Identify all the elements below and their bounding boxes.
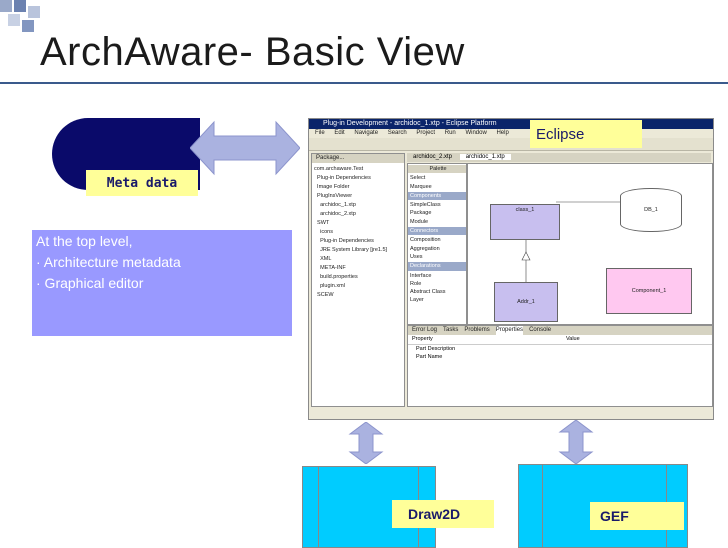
decor-square	[22, 20, 34, 32]
palette-item[interactable]: Interface	[410, 272, 432, 279]
menu-window[interactable]: Window	[465, 130, 487, 136]
tree-item[interactable]: com.archaware.Test	[314, 166, 364, 172]
decor-square	[28, 6, 40, 18]
tab-properties[interactable]: Properties	[495, 326, 524, 335]
addr-name: Addr_1	[517, 299, 535, 305]
draw2d-label: Draw2D	[392, 500, 494, 528]
palette-item[interactable]: Marquee	[410, 183, 432, 190]
tree-item[interactable]: SCEW	[314, 292, 334, 298]
palette-drawer[interactable]: Connectors	[408, 227, 466, 236]
decor-square	[14, 0, 26, 12]
tab-problems[interactable]: Problems	[464, 327, 490, 333]
menu-file[interactable]: File	[315, 130, 325, 136]
palette-item[interactable]: SimpleClass	[410, 202, 441, 209]
tab-archidoc-1[interactable]: archidoc_1.xtp	[459, 154, 511, 160]
tree-item[interactable]: Image Folder	[314, 184, 350, 190]
vertical-arrow-icon	[558, 420, 594, 464]
page-title: ArchAware- Basic View	[40, 30, 465, 74]
property-row[interactable]: Part Name	[416, 354, 443, 360]
tree-item[interactable]: build.properties	[314, 274, 358, 280]
info-line: · Architecture metadata	[36, 254, 181, 270]
tree-item[interactable]: icons	[314, 229, 333, 235]
palette-item[interactable]: Module	[410, 218, 429, 225]
diagram-connections	[521, 201, 628, 282]
gef-label: GEF	[590, 502, 684, 530]
tree-item[interactable]: SWT	[314, 220, 330, 226]
tree-item[interactable]: plugin.xml	[314, 283, 345, 289]
info-line: · Graphical editor	[36, 275, 144, 291]
class-name: class_1	[515, 207, 535, 213]
palette-item[interactable]: Layer	[410, 297, 424, 304]
property-row[interactable]: Part Description	[416, 346, 456, 352]
addr-node[interactable]: Addr_1	[494, 282, 558, 322]
menu-run[interactable]: Run	[444, 130, 456, 136]
decor-square	[0, 0, 12, 12]
tab-tasks[interactable]: Tasks	[443, 327, 459, 333]
palette-item[interactable]: Package	[410, 210, 432, 217]
database-node[interactable]: DB_1	[620, 188, 682, 232]
meta-data-label: Meta data	[86, 170, 198, 196]
tree-item[interactable]: META-INF	[314, 265, 346, 271]
tree-item[interactable]: XML	[314, 256, 332, 262]
decor-square	[8, 14, 20, 26]
palette-item[interactable]: Select	[410, 175, 426, 182]
menu-edit[interactable]: Edit	[334, 130, 345, 136]
menu-help[interactable]: Help	[496, 130, 509, 136]
tree-item[interactable]: JRE System Library [jre1.5]	[314, 247, 388, 253]
info-box: At the top level, · Architecture metadat…	[32, 230, 292, 336]
menu-bar: File Edit Navigate Search Project Run Wi…	[309, 129, 713, 138]
tree-item[interactable]: Plug-in Dependencies	[314, 175, 371, 181]
component-name: Component_1	[631, 288, 667, 294]
tree-item[interactable]: archidoc_1.xtp	[314, 202, 356, 208]
properties-view: Error Log Tasks Problems Properties Cons…	[407, 325, 713, 407]
package-explorer: Package... com.archaware.Test Plug-in De…	[311, 153, 405, 407]
eclipse-window: Plug-in Development - archidoc_1.xtp - E…	[308, 118, 714, 420]
tree-item[interactable]: archidoc_2.xtp	[314, 211, 356, 217]
info-line: At the top level,	[36, 233, 133, 249]
title-divider	[0, 82, 728, 84]
editor-tabs: archidoc_2.xtp archidoc_1.xtp	[407, 153, 711, 162]
palette-item[interactable]: Aggregation	[410, 245, 440, 252]
tab-console[interactable]: Console	[529, 327, 552, 333]
tree-item[interactable]: PlugInsViewer	[314, 193, 353, 199]
tab-error-log[interactable]: Error Log	[412, 327, 438, 333]
menu-project[interactable]: Project	[416, 130, 436, 136]
tab-archidoc-2[interactable]: archidoc_2.xtp	[413, 154, 453, 160]
column-property: Property	[412, 336, 433, 342]
column-value: Value	[566, 336, 580, 342]
menu-navigate[interactable]: Navigate	[354, 130, 379, 136]
eclipse-label: Eclipse	[530, 120, 642, 148]
properties-header: Property Value	[408, 335, 712, 345]
palette-item[interactable]: Role	[410, 280, 422, 287]
tab-package-explorer[interactable]: Package...	[312, 154, 404, 163]
gef-box	[518, 464, 544, 548]
toolbar	[309, 138, 713, 151]
palette-item[interactable]: Abstract Class	[410, 289, 446, 296]
palette-drawer[interactable]: Declarations	[408, 262, 466, 271]
palette-item[interactable]: Uses	[410, 253, 423, 260]
component-node[interactable]: Component_1	[606, 268, 692, 314]
tree-item[interactable]: Plug-in Dependencies	[314, 238, 374, 244]
uml-class-node[interactable]: class_1	[490, 204, 560, 240]
palette-title: Palette	[408, 165, 466, 174]
vertical-arrow-icon	[348, 422, 384, 464]
bottom-tabs: Error Log Tasks Problems Properties Cons…	[408, 326, 712, 335]
menu-search[interactable]: Search	[387, 130, 407, 136]
window-title: Plug-in Development - archidoc_1.xtp - E…	[309, 119, 713, 129]
palette: Palette Select Marquee Components Simple…	[407, 163, 467, 325]
palette-item[interactable]: Composition	[410, 237, 441, 244]
palette-drawer[interactable]: Components	[408, 191, 466, 201]
diagram-canvas[interactable]: class_1 DB_1 Addr_1 Component_1	[467, 163, 713, 325]
double-arrow-icon	[190, 120, 300, 176]
database-name: DB_1	[644, 207, 658, 213]
project-tree: com.archaware.Test Plug-in Dependencies …	[312, 163, 404, 300]
